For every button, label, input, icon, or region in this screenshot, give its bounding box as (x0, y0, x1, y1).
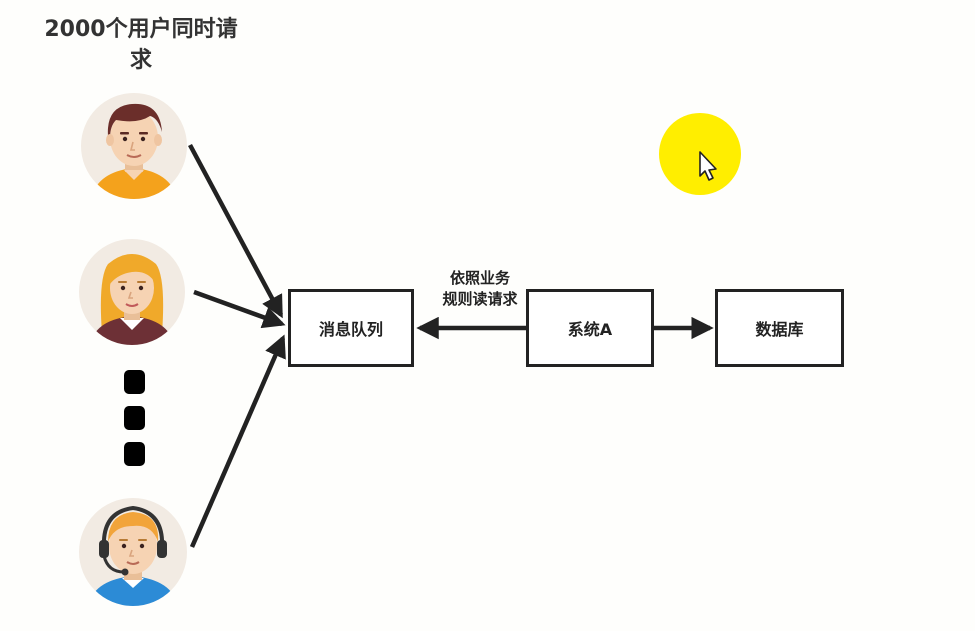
system-a-node: 系统A (526, 289, 654, 367)
system-a-label: 系统A (567, 320, 613, 339)
ellipsis-dot-3 (124, 442, 145, 466)
edge-label-line-2: 规则读请求 (442, 290, 518, 308)
user-woman-avatar-icon (79, 239, 185, 345)
ellipsis-dot-2 (124, 406, 145, 430)
edge-label-line-1: 依照业务 (449, 269, 510, 287)
diagram-title: 2000个用户同时请 求 (18, 14, 264, 76)
arrow-user3-to-queue (189, 334, 286, 548)
title-line-2: 求 (129, 48, 152, 73)
message-queue-node: 消息队列 (288, 289, 414, 367)
mouse-pointer-icon (699, 151, 717, 181)
message-queue-label: 消息队列 (318, 320, 383, 339)
title-line-1: 2000个用户同时请 (44, 17, 238, 42)
user-man-avatar-icon (81, 93, 187, 199)
read-request-edge-label: 依照业务 规则读请求 (425, 268, 535, 310)
ellipsis-dot-1 (124, 370, 145, 394)
user-support-agent-avatar-icon (79, 498, 187, 606)
arrow-user1-to-queue (188, 143, 283, 319)
arrow-user2-to-queue (193, 289, 286, 329)
database-label: 数据库 (755, 320, 804, 339)
database-node: 数据库 (715, 289, 844, 367)
